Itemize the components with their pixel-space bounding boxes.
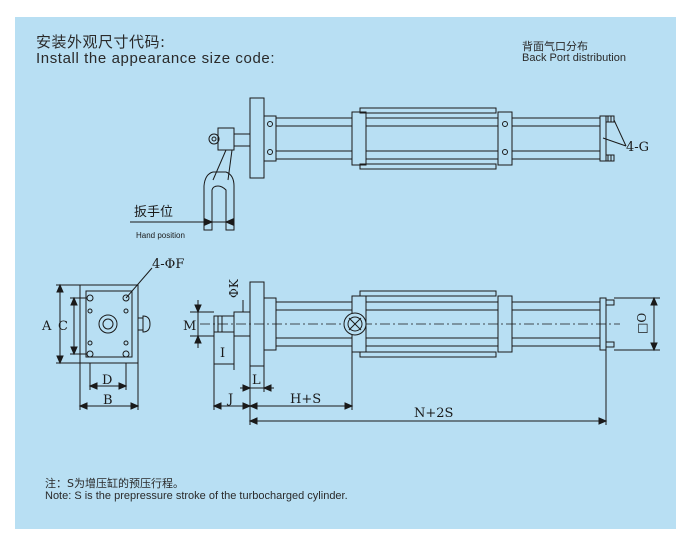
- top-barrel-1: [275, 117, 353, 160]
- label-n-2s: N+2S: [414, 406, 453, 421]
- end-view-center-hole: [98, 314, 118, 334]
- label-m: M: [183, 319, 196, 334]
- top-middle-block: [351, 111, 367, 166]
- top-view-cylinder: [249, 97, 627, 179]
- back-port-chinese: 背面气口分布: [522, 40, 588, 53]
- port-bottom: [605, 154, 615, 162]
- wrench-icon: [203, 171, 235, 231]
- end-view-square: [79, 267, 153, 364]
- gauge-icon: [343, 312, 367, 336]
- drawing-panel: 安装外观尺寸代码: Install the appearance size co…: [15, 17, 676, 529]
- label-h-s: H+S: [290, 392, 321, 407]
- heading-english: Install the appearance size code:: [36, 50, 276, 67]
- top-barrel-3: [511, 117, 601, 160]
- top-barrel-2: [365, 117, 499, 160]
- side-view-cylinder: [200, 281, 620, 367]
- label-c: C: [58, 319, 68, 334]
- hand-position-en: Hand position: [136, 231, 185, 240]
- label-4-phi-f: 4-ΦF: [152, 257, 184, 272]
- note-chinese: 注：S为增压缸的预压行程。: [45, 477, 184, 490]
- label-o: □O: [635, 313, 649, 334]
- top-view-rod: [208, 127, 251, 181]
- back-port-english: Back Port distribution: [522, 52, 626, 64]
- label-d: D: [102, 373, 112, 388]
- note-english: Note: S is the prepressure stroke of the…: [45, 490, 348, 502]
- label-b: B: [103, 393, 113, 408]
- label-a: A: [41, 319, 52, 334]
- top-rear-block: [497, 111, 513, 166]
- label-phi-k: ΦK: [227, 278, 241, 298]
- port-top: [605, 115, 615, 123]
- hand-position-cn: 扳手位: [134, 204, 173, 220]
- label-4-g: 4-G: [626, 140, 649, 155]
- heading-chinese: 安装外观尺寸代码:: [36, 33, 166, 51]
- top-front-flange: [249, 97, 265, 179]
- label-j: J: [226, 392, 233, 407]
- label-l: L: [252, 373, 261, 388]
- label-i: I: [220, 346, 225, 361]
